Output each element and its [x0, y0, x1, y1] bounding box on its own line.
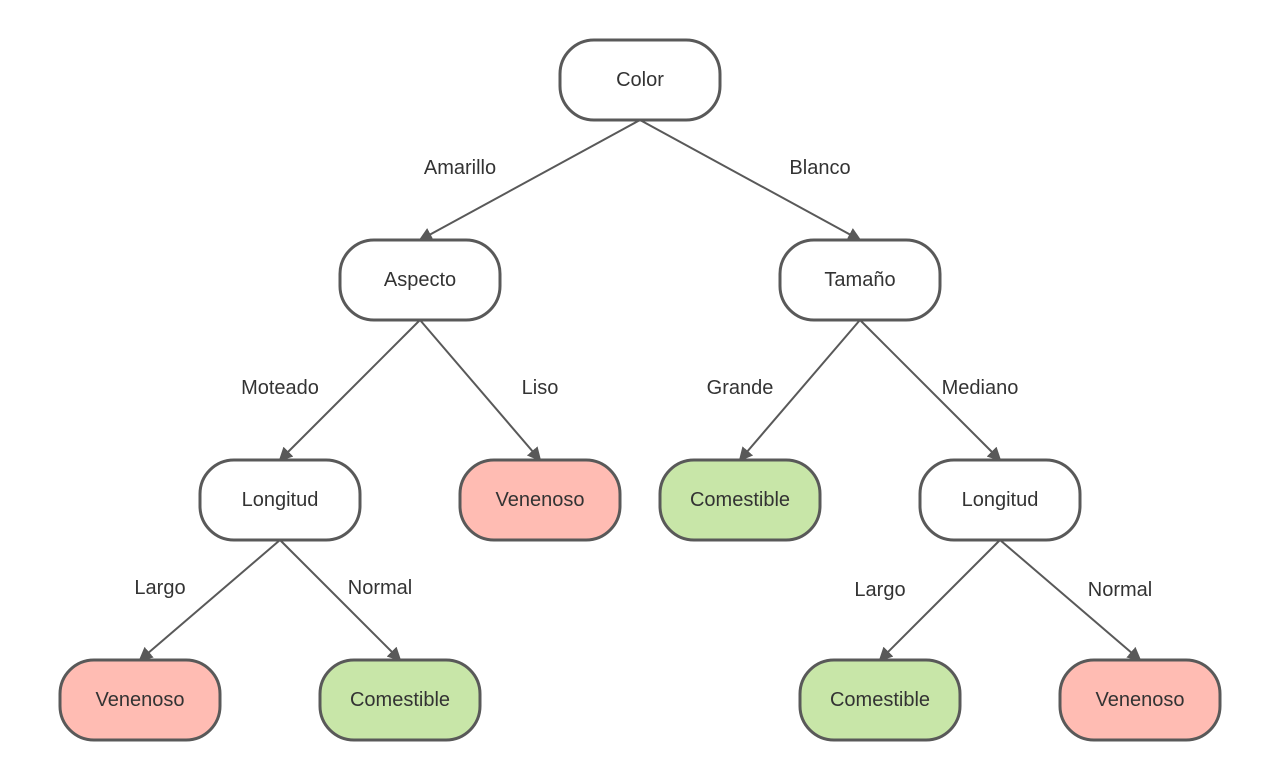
node-box-color — [558, 38, 722, 122]
node-box-aspecto — [338, 238, 502, 322]
edge-arrow-longitud2-to-largo2-leaf — [878, 539, 1001, 662]
node-box-largo2-leaf — [798, 658, 962, 742]
node-label-aspecto: Aspecto — [384, 269, 456, 291]
node-box-tamano — [778, 238, 942, 322]
node-grande-leaf: Comestible — [658, 458, 822, 542]
node-largo1-leaf: Venenoso — [58, 658, 222, 742]
node-box-longitud2 — [918, 458, 1082, 542]
edge-label-longitud2-to-largo2-leaf: Largo — [854, 579, 905, 601]
edge-arrow-aspecto-to-liso-leaf — [419, 319, 542, 462]
edge-label-tamano-to-grande-leaf: Grande — [707, 377, 774, 399]
edge-label-tamano-to-longitud2: Mediano — [942, 377, 1019, 399]
edge-label-color-to-tamano: Blanco — [789, 157, 850, 179]
node-tamano: Tamaño — [778, 238, 942, 322]
edge-label-aspecto-to-longitud1: Moteado — [241, 377, 319, 399]
edge-arrow-aspecto-to-longitud1 — [278, 319, 421, 462]
node-box-grande-leaf — [658, 458, 822, 542]
node-liso-leaf: Venenoso — [458, 458, 622, 542]
node-box-normal2-leaf — [1058, 658, 1222, 742]
node-label-largo2-leaf: Comestible — [830, 689, 930, 711]
node-aspecto: Aspecto — [338, 238, 502, 322]
node-label-color: Color — [616, 69, 664, 91]
node-label-tamano: Tamaño — [824, 269, 895, 291]
edge-arrow-color-to-tamano — [639, 119, 862, 241]
node-largo2-leaf: Comestible — [798, 658, 962, 742]
node-normal1-leaf: Comestible — [318, 658, 482, 742]
node-label-longitud1: Longitud — [242, 489, 319, 511]
node-label-longitud2: Longitud — [962, 489, 1039, 511]
node-box-longitud1 — [198, 458, 362, 542]
edge-arrow-tamano-to-grande-leaf — [738, 319, 861, 462]
edge-label-aspecto-to-liso-leaf: Liso — [522, 377, 559, 399]
edge-arrow-longitud2-to-normal2-leaf — [999, 539, 1142, 662]
edge-label-longitud2-to-normal2-leaf: Normal — [1088, 579, 1152, 601]
edge-arrow-longitud1-to-normal1-leaf — [279, 539, 402, 662]
edge-arrow-tamano-to-longitud2 — [859, 319, 1002, 462]
node-label-normal1-leaf: Comestible — [350, 689, 450, 711]
node-box-normal1-leaf — [318, 658, 482, 742]
edge-arrow-color-to-aspecto — [418, 119, 641, 241]
node-label-normal2-leaf: Venenoso — [1096, 689, 1185, 711]
node-longitud2: Longitud — [918, 458, 1082, 542]
node-label-grande-leaf: Comestible — [690, 489, 790, 511]
edge-arrow-longitud1-to-largo1-leaf — [138, 539, 281, 662]
edge-label-color-to-aspecto: Amarillo — [424, 157, 496, 179]
node-box-largo1-leaf — [58, 658, 222, 742]
node-color: Color — [558, 38, 722, 122]
node-label-largo1-leaf: Venenoso — [96, 689, 185, 711]
node-box-liso-leaf — [458, 458, 622, 542]
node-normal2-leaf: Venenoso — [1058, 658, 1222, 742]
node-label-liso-leaf: Venenoso — [496, 489, 585, 511]
node-longitud1: Longitud — [198, 458, 362, 542]
edge-label-longitud1-to-largo1-leaf: Largo — [134, 577, 185, 599]
edge-label-longitud1-to-normal1-leaf: Normal — [348, 577, 412, 599]
